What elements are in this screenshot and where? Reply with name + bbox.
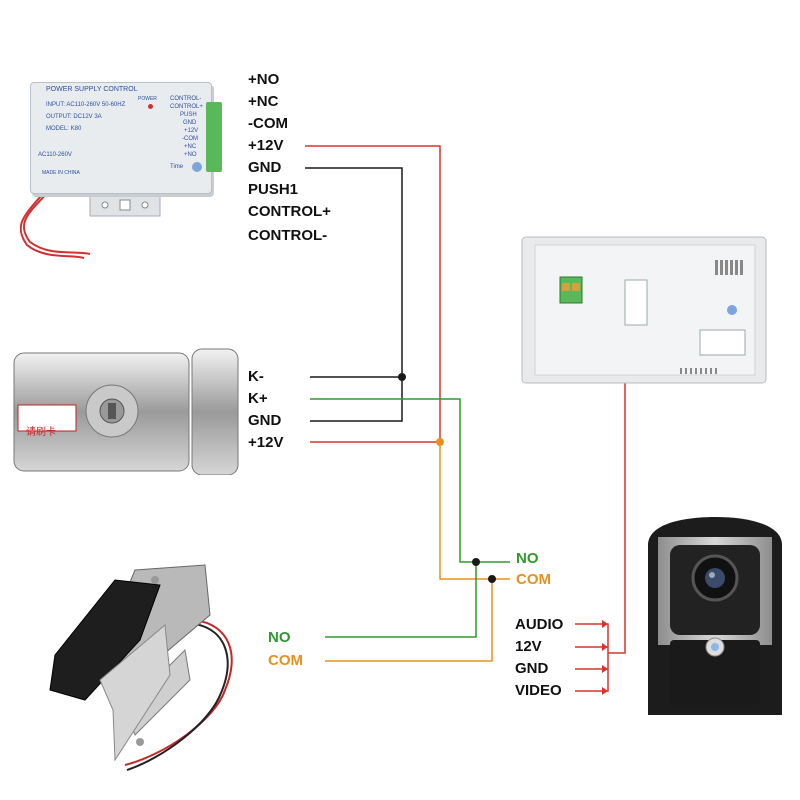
psu-title: POWER SUPPLY CONTROL: [46, 86, 138, 93]
electric-lock-image: 请刷卡: [12, 345, 242, 476]
wire-psu-gnd: [305, 167, 403, 378]
arrow-tip: [602, 665, 608, 673]
junction-dot: [398, 373, 406, 381]
arrow-tip: [602, 687, 608, 695]
psu-label-control-minus: CONTROL-: [248, 227, 328, 244]
psu-cable-icon: [20, 189, 161, 259]
psu-term-0: CONTROL-: [170, 96, 202, 102]
wire-psu-12v: [305, 145, 441, 443]
psu-model: MODEL: K80: [46, 126, 82, 132]
wire-strike-no: [325, 562, 477, 638]
arrow-tip: [602, 643, 608, 651]
strike-icon: [49, 564, 233, 771]
lock-label-kminus: K-: [248, 368, 264, 385]
lock-label-kplus: K+: [248, 390, 268, 407]
psu-ac: AC110-260V: [38, 152, 72, 158]
lock-icon: [13, 348, 239, 476]
monitor-icon: [521, 236, 767, 384]
psu-label-push1: PUSH1: [248, 181, 299, 198]
arrow-tip: [602, 620, 608, 628]
power-supply-image: POWER SUPPLY CONTROL INPUT: AC110-260V 5…: [20, 72, 222, 259]
psu-label-nc: +NC: [248, 93, 279, 110]
power-led-icon: [148, 104, 153, 109]
psu-term-4: +12V: [184, 128, 199, 134]
psu-label-gnd: GND: [248, 159, 282, 176]
camera-label-12v: 12V: [515, 638, 542, 655]
psu-term-6: +NC: [184, 144, 197, 150]
psu-label-com: -COM: [248, 115, 288, 132]
psu-term-5: -COM: [182, 136, 198, 142]
strike-label-no: NO: [268, 629, 291, 646]
electric-strike-image: [45, 560, 260, 775]
psu-term-1: CONTROL+: [170, 104, 203, 110]
lock-plate-text: 请刷卡: [26, 427, 56, 438]
wire-orange-com: [439, 442, 510, 580]
psu-label-12v: +12V: [248, 137, 284, 154]
door-camera-image: [640, 515, 790, 725]
strike-label-com: COM: [268, 652, 303, 669]
wire-lock-kplus: [310, 398, 510, 563]
junction-dot: [472, 558, 480, 566]
junction-dot: [488, 575, 496, 583]
psu-label-control-plus: CONTROL+: [248, 203, 331, 220]
camera-label-video: VIDEO: [515, 682, 562, 699]
lock-label-gnd: GND: [248, 412, 282, 429]
camera-label-gnd: GND: [515, 660, 549, 677]
psu-label-no: +NO: [248, 71, 280, 88]
psu-input: INPUT: AC110-260V 50-60HZ: [46, 102, 126, 108]
lock-label-12v: +12V: [248, 434, 284, 451]
wire-camera-audio: [575, 623, 609, 692]
indoor-monitor-image: [520, 235, 770, 385]
relay-label-com: COM: [516, 571, 551, 588]
terminal-block-icon: [206, 102, 222, 172]
psu-power: POWER: [138, 96, 157, 102]
doorbell-camera-icon: [648, 517, 782, 715]
wire-lock-gnd: [310, 377, 403, 422]
psu-output: OUTPUT: DC12V 3A: [46, 114, 102, 120]
psu-made: MADE IN CHINA: [42, 170, 80, 176]
time-knob-icon: [192, 162, 202, 172]
psu-term-7: +NO: [184, 152, 197, 158]
junction-dot: [436, 438, 444, 446]
psu-time: Time: [170, 164, 184, 170]
wire-strike-com: [325, 579, 493, 662]
relay-label-no: NO: [516, 550, 539, 567]
camera-label-audio: AUDIO: [515, 616, 564, 633]
psu-term-2: PUSH: [180, 112, 197, 118]
psu-term-3: GND: [183, 120, 197, 126]
